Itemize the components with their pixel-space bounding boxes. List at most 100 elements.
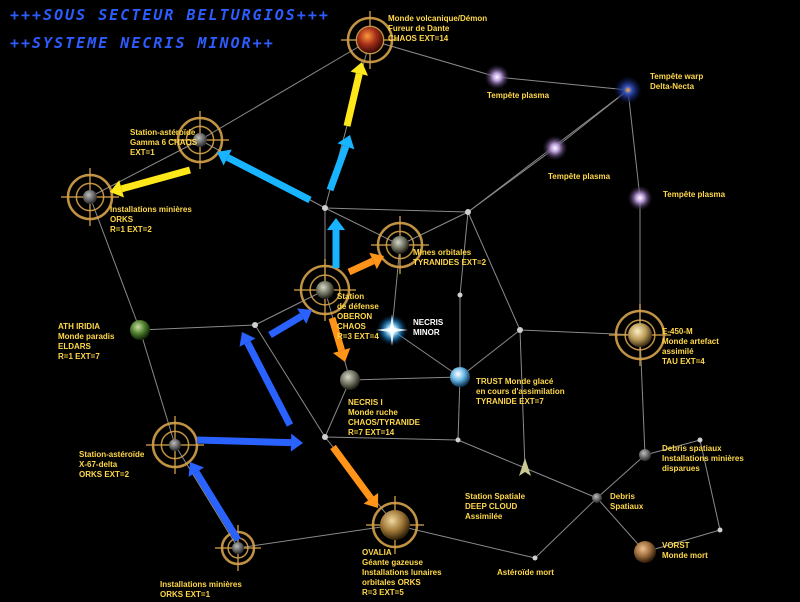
space-debris-icon[interactable] <box>639 449 651 461</box>
dead-world-icon[interactable] <box>634 541 656 563</box>
junction-node[interactable] <box>457 292 463 298</box>
space-station-icon[interactable] <box>519 458 531 476</box>
movement-arrow-icon <box>268 308 312 339</box>
asteroid-station-icon[interactable] <box>193 133 207 147</box>
label-line: MINOR <box>413 328 440 337</box>
junction-node[interactable] <box>252 322 258 328</box>
label-line: EXT=1 <box>130 148 155 157</box>
label-line: Monde paradis <box>58 332 115 341</box>
label-line: Installations lunaires <box>362 568 442 577</box>
label-line: OVALIA <box>362 548 392 557</box>
junction-node[interactable] <box>697 437 703 443</box>
volcanic-planet-icon[interactable] <box>357 27 383 53</box>
label-line: Station Spatiale <box>465 492 526 501</box>
label-line: Gamma 6 CHAOS <box>130 138 198 147</box>
label-line: TYRANIDES EXT=2 <box>413 258 487 267</box>
junction-node[interactable] <box>717 527 723 533</box>
junction-node[interactable] <box>455 437 461 443</box>
label-plasma3: Tempête plasma <box>663 190 725 200</box>
label-line: R=1 EXT=7 <box>58 352 100 361</box>
label-line: CHAOS/TYRANIDE <box>348 418 421 427</box>
label-line: disparues <box>662 464 700 473</box>
label-line: Mines orbitales <box>413 248 472 257</box>
junction-node[interactable] <box>322 205 328 211</box>
space-debris-icon[interactable] <box>592 493 602 503</box>
gas-giant-icon[interactable] <box>380 510 410 540</box>
mining-station-icon[interactable] <box>83 190 97 204</box>
label-line: Station-astéroïde <box>79 450 145 459</box>
target-reticle-icon <box>294 259 356 321</box>
label-line: Station-astéroïde <box>130 128 196 137</box>
movement-arrow-icon <box>110 166 191 198</box>
movement-arrow-icon <box>217 149 312 204</box>
paradise-world-icon[interactable] <box>130 320 150 340</box>
plasma-storm-icon[interactable] <box>485 65 509 89</box>
junction-node[interactable] <box>322 434 328 440</box>
label-plasma1: Tempête plasma <box>487 91 549 101</box>
star-flare-icon <box>376 314 408 346</box>
label-line: Monde mort <box>662 551 708 560</box>
defense-station-icon[interactable] <box>316 281 334 299</box>
movement-arrow-icon <box>196 433 303 452</box>
movement-arrow-icon <box>188 462 241 542</box>
label-line: Installations minières <box>160 580 242 589</box>
movement-arrow-icon <box>347 252 384 276</box>
arrow-layer <box>110 62 384 542</box>
label-line: Tempête plasma <box>487 91 550 100</box>
system-title: ++SYSTEME NECRIS MINOR++ <box>10 34 275 52</box>
label-line: Monde ruche <box>348 408 398 417</box>
label-line: Fureur de Dante <box>388 24 450 33</box>
junction-node[interactable] <box>465 209 471 215</box>
warp-storm-icon[interactable] <box>615 77 641 103</box>
movement-arrow-icon <box>328 317 351 362</box>
label-line: ORKS <box>110 215 134 224</box>
label-line: DEEP CLOUD <box>465 502 518 511</box>
junction-node[interactable] <box>532 555 538 561</box>
orbital-mine-icon[interactable] <box>391 236 409 254</box>
label-line: NECRIS <box>413 318 444 327</box>
plasma-storm-icon[interactable] <box>543 136 567 160</box>
label-line: ORKS EXT=2 <box>79 470 130 479</box>
junction-nodes <box>252 205 723 561</box>
label-line: Monde volcanique/Démon <box>388 14 488 23</box>
label-line: CHAOS EXT=14 <box>388 34 449 43</box>
artefact-world-icon[interactable] <box>628 323 652 347</box>
route-lines <box>89 39 721 559</box>
label-line: Installations minières <box>110 205 192 214</box>
label-line: assimilé <box>662 347 694 356</box>
label-asteroide: Astéroïde mort <box>497 568 554 578</box>
junction-node[interactable] <box>517 327 523 333</box>
label-line: R=1 EXT=2 <box>110 225 152 234</box>
label-line: Astéroïde mort <box>497 568 554 577</box>
asteroid-station-icon[interactable] <box>169 439 181 451</box>
plasma-storm-icon[interactable] <box>628 186 652 210</box>
label-line: NECRIS I <box>348 398 383 407</box>
reticle-layer <box>61 11 671 571</box>
label-line: Assimilée <box>465 512 503 521</box>
label-line: ORKS EXT=1 <box>160 590 211 599</box>
label-line: Delta-Necta <box>650 82 695 91</box>
hive-world-icon[interactable] <box>340 370 360 390</box>
sector-title: +++SOUS SECTEUR BELTURGIOS+++ <box>10 6 330 24</box>
movement-arrow-icon <box>327 218 345 268</box>
mining-station-icon[interactable] <box>232 542 244 554</box>
label-line: R=3 EXT=5 <box>362 588 404 597</box>
label-line: R=3 EXT=4 <box>337 332 379 341</box>
label-line: Installations minières <box>662 454 744 463</box>
ice-world-icon[interactable] <box>450 367 470 387</box>
label-line: Géante gazeuse <box>362 558 423 567</box>
movement-arrow-icon <box>343 62 369 127</box>
